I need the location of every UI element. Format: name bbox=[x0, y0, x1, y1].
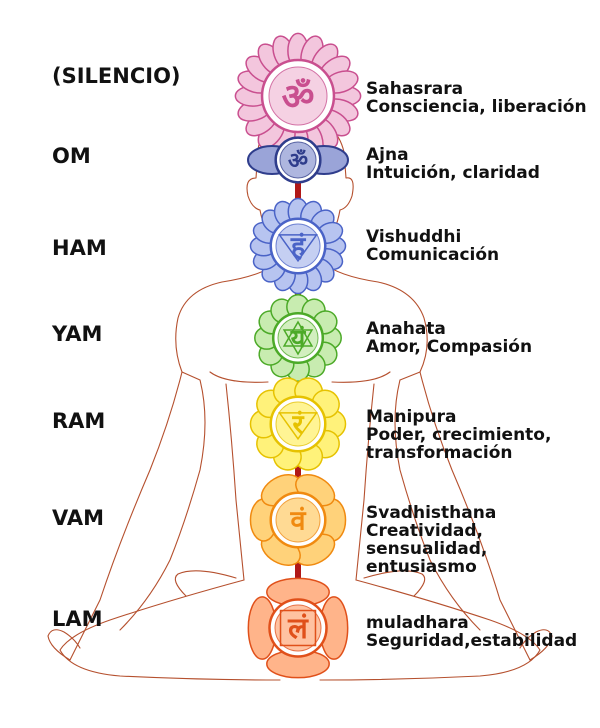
chakra-name: Anahata bbox=[366, 319, 446, 339]
vam-symbol-icon: वं bbox=[289, 506, 306, 537]
ham-symbol-icon: हं bbox=[290, 232, 307, 263]
chakra-lotus-1: ॐ bbox=[247, 136, 349, 184]
mantra-label-4: RAM bbox=[52, 409, 106, 433]
ajna-symbol-icon: ॐ bbox=[288, 149, 308, 174]
chakra-quality: transformación bbox=[366, 443, 513, 463]
chakra-lotus-6: लं bbox=[247, 577, 349, 679]
chakra-lotus-5: वं bbox=[249, 474, 347, 566]
chakra-quality: entusiasmo bbox=[366, 557, 477, 577]
chakra-lotus-2: हं bbox=[249, 197, 347, 295]
chakra-lotus-3: यं bbox=[254, 294, 342, 382]
mantra-label-5: VAM bbox=[52, 506, 104, 530]
chakra-quality: Poder, crecimiento, bbox=[366, 425, 552, 445]
chakra-lotus-0: ॐ bbox=[234, 32, 362, 160]
mantra-label-3: YAM bbox=[52, 322, 103, 346]
chakra-quality: Seguridad,estabilidad bbox=[366, 631, 578, 651]
chakra-name: Sahasrara bbox=[366, 79, 464, 99]
mantra-label-2: HAM bbox=[52, 236, 107, 260]
chakra-description-2: Vishuddhi Comunicación bbox=[366, 228, 499, 264]
chakra-name: Ajna bbox=[366, 145, 409, 165]
mantra-label-1: OM bbox=[52, 144, 91, 168]
mantra-label-0: (SILENCIO) bbox=[52, 64, 181, 88]
chakra-name: Vishuddhi bbox=[366, 227, 462, 247]
chakra-name: Manipura bbox=[366, 407, 457, 427]
ram-symbol-icon: रं bbox=[291, 410, 304, 441]
mantra-label-6: LAM bbox=[52, 607, 103, 631]
chakra-description-0: Sahasrara Consciencia, liberación bbox=[366, 80, 587, 116]
chakra-description-1: Ajna Intuición, claridad bbox=[366, 146, 540, 182]
chakra-column: ॐ ॐ हं यं रं वं लं bbox=[234, 32, 362, 679]
chakra-quality: Intuición, claridad bbox=[366, 163, 540, 183]
chakra-name: muladhara bbox=[366, 613, 469, 633]
chakra-quality: Comunicación bbox=[366, 245, 500, 265]
body-outline bbox=[47, 115, 553, 681]
chakra-quality: Amor, Compasión bbox=[366, 337, 533, 357]
chakra-description-3: Anahata Amor, Compasión bbox=[366, 320, 532, 356]
om-symbol-icon: ॐ bbox=[282, 77, 315, 118]
chakra-description-4: Manipura Poder, crecimiento, transformac… bbox=[366, 408, 551, 462]
chakra-lotus-4: रं bbox=[249, 377, 347, 471]
yam-symbol-icon: यं bbox=[290, 324, 307, 353]
chakra-description-5: Svadhisthana Creatividad, sensualidad, e… bbox=[366, 504, 496, 576]
chakra-quality: Creatividad, bbox=[366, 521, 483, 541]
chakra-name: Svadhisthana bbox=[366, 503, 497, 523]
chakra-quality: sensualidad, bbox=[366, 539, 488, 559]
lam-symbol-icon: लं bbox=[287, 611, 309, 645]
chakra-description-6: muladhara Seguridad,estabilidad bbox=[366, 614, 577, 650]
chakra-quality: Consciencia, liberación bbox=[366, 97, 587, 117]
